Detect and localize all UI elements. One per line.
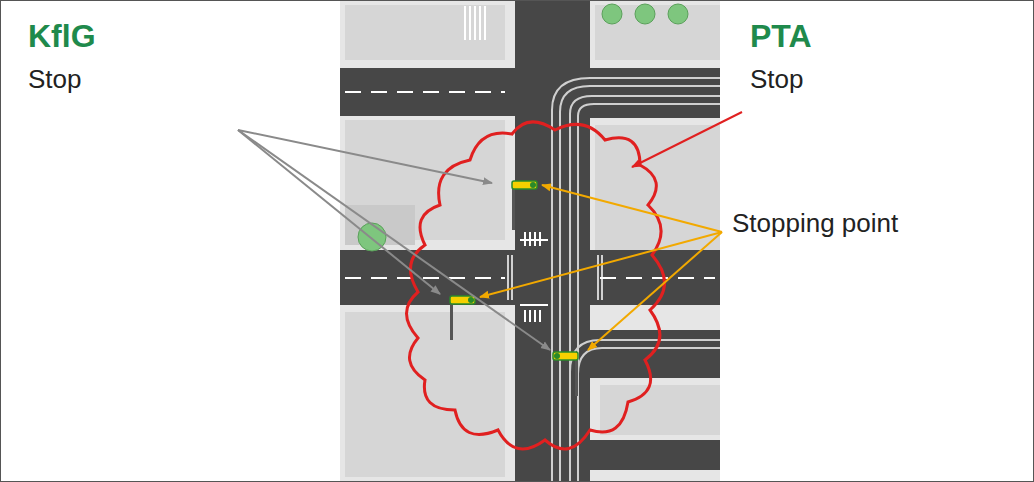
leader-arrow xyxy=(588,232,722,350)
area-cloud xyxy=(407,122,665,449)
term-label: Stopping point xyxy=(732,208,898,239)
term-label: Stop xyxy=(750,64,804,95)
term-label: Stop xyxy=(28,64,82,95)
leader-arrow xyxy=(238,130,550,350)
group-heading: KflG xyxy=(28,18,96,55)
leader-arrow xyxy=(238,130,440,294)
leader-arrow xyxy=(632,112,742,167)
leader-arrow xyxy=(542,185,722,232)
group-heading: PTA xyxy=(750,18,812,55)
